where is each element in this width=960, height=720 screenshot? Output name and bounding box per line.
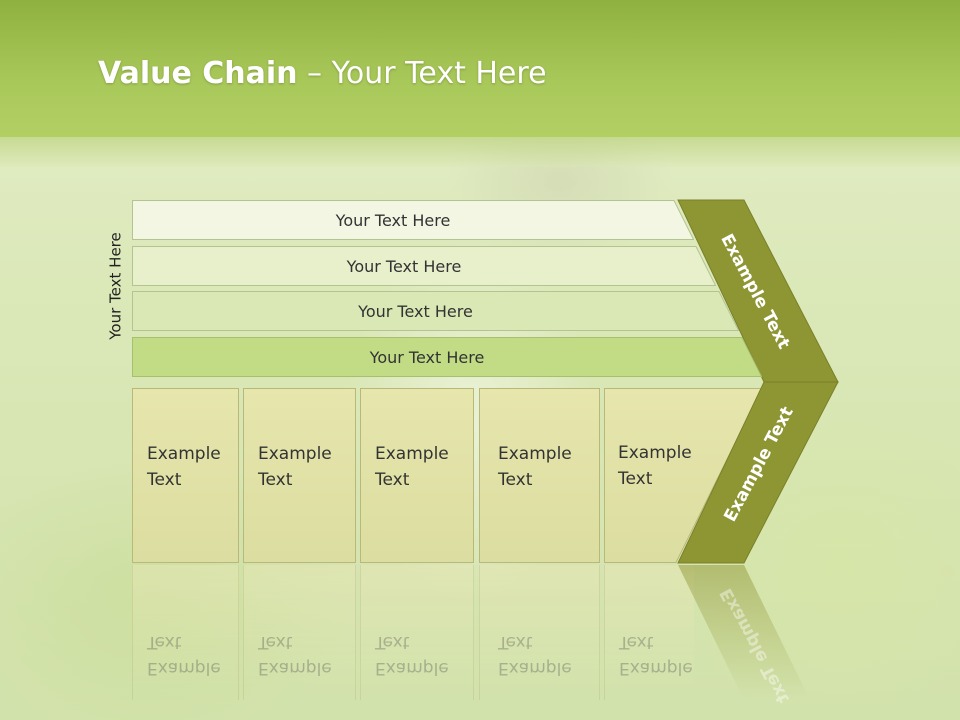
example-box-1-line1: Example: [147, 444, 221, 464]
value-bar-3: Your Text Here: [132, 291, 739, 331]
value-bar-4: Your Text Here: [132, 337, 762, 377]
title-banner-strip: [0, 137, 960, 167]
value-bar-3-label: Your Text Here: [358, 301, 473, 321]
example-box-4-line2: Text: [498, 470, 533, 490]
value-bar-1-shape: [132, 200, 694, 240]
slide-title-rest: – Your Text Here: [297, 56, 547, 91]
value-bar-2-label: Your Text Here: [346, 256, 462, 276]
title-banner: [0, 0, 960, 137]
chevron-panels: [677, 199, 839, 564]
example-box-3-line2: Text: [375, 470, 410, 490]
chevron-lower: [677, 381, 839, 564]
value-bar-2-shape: [132, 246, 716, 286]
example-box-2-line2: Text: [258, 470, 293, 490]
example-box-1-line2: Text: [147, 470, 182, 490]
example-box-3-line1: Example: [375, 444, 449, 464]
example-box-4-line1: Example: [498, 444, 572, 464]
value-bar-4-label: Your Text Here: [369, 347, 485, 367]
value-bar-3-shape: [132, 291, 739, 331]
chevron-reflection: [678, 565, 810, 700]
example-box-5-shape: [604, 388, 763, 563]
value-bar-4-shape: [132, 337, 762, 377]
side-label: Your Text Here: [104, 220, 128, 352]
example-box-5-line2: Text: [618, 469, 653, 489]
example-box-5-line1: Example: [618, 443, 692, 463]
value-bar-1-label: Your Text Here: [335, 210, 451, 230]
value-bar-1: Your Text Here: [132, 200, 694, 240]
slide-title: Value Chain – Your Text Here: [98, 52, 547, 96]
slide-title-bold: Value Chain: [98, 56, 298, 91]
side-label-text: Your Text Here: [107, 232, 125, 340]
example-box-2-line1: Example: [258, 444, 332, 464]
value-bar-2: Your Text Here: [132, 246, 716, 286]
